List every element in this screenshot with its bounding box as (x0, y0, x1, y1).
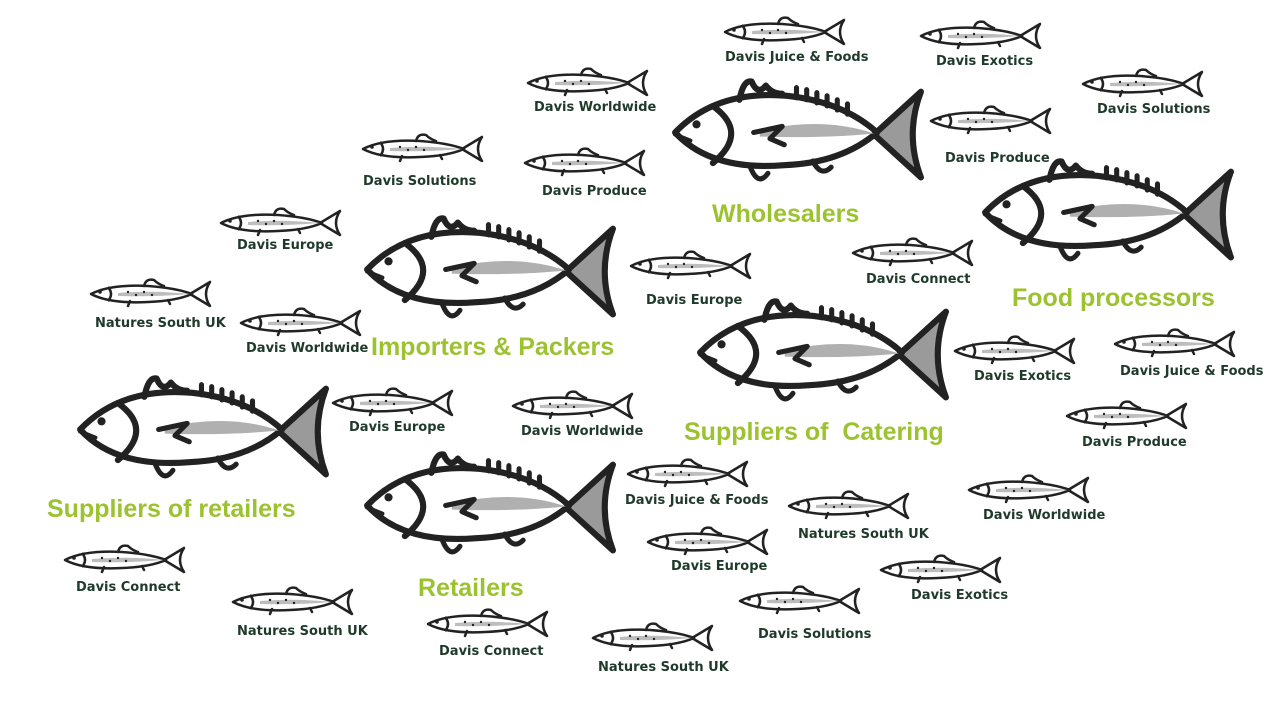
small-fish-icon (231, 586, 354, 616)
large-fish-icon (362, 448, 617, 563)
small-fish-label: Natures South UK (598, 660, 729, 675)
large-fish-icon (670, 75, 925, 190)
small-fish-label: Davis Juice & Foods (1120, 364, 1264, 379)
small-fish-label: Davis Produce (945, 151, 1050, 166)
small-fish-icon (1065, 400, 1188, 430)
big-fish-label-food-processors: Food processors (1012, 284, 1215, 312)
small-fish-icon (591, 622, 714, 652)
small-fish-icon (63, 544, 186, 574)
big-fish-label-wholesalers: Wholesalers (712, 200, 860, 228)
small-fish-icon (879, 554, 1002, 584)
big-fish-label-retailers: Retailers (418, 574, 524, 602)
small-fish-icon (967, 474, 1090, 504)
small-fish-icon (89, 278, 212, 308)
small-fish-label: Natures South UK (798, 527, 929, 542)
large-fish-icon (362, 212, 617, 327)
small-fish-label: Davis Connect (76, 580, 181, 595)
small-fish-label: Davis Connect (866, 272, 971, 287)
small-fish-label: Davis Solutions (758, 627, 872, 642)
small-fish-icon (851, 237, 974, 267)
small-fish-label: Davis Europe (671, 559, 768, 574)
small-fish-icon (526, 67, 649, 97)
small-fish-label: Davis Connect (439, 644, 544, 659)
small-fish-icon (1081, 68, 1204, 98)
small-fish-icon (523, 147, 646, 177)
small-fish-icon (919, 20, 1042, 50)
small-fish-label: Davis Exotics (911, 588, 1009, 603)
small-fish-icon (219, 207, 342, 237)
large-fish-icon (980, 155, 1235, 270)
big-fish-label-suppliers-of-retailers: Suppliers of retailers (47, 495, 296, 523)
small-fish-label: Davis Produce (542, 184, 647, 199)
small-fish-icon (426, 608, 549, 638)
small-fish-label: Davis Europe (237, 238, 334, 253)
small-fish-label: Davis Solutions (1097, 102, 1211, 117)
small-fish-label: Davis Solutions (363, 174, 477, 189)
large-fish-icon (695, 295, 950, 410)
big-fish-label-importers-packers: Importers & Packers (371, 333, 615, 361)
small-fish-icon (331, 387, 454, 417)
small-fish-icon (929, 105, 1052, 135)
small-fish-icon (239, 307, 362, 337)
small-fish-icon (723, 16, 846, 46)
large-fish-icon (75, 372, 330, 487)
small-fish-icon (1113, 328, 1236, 358)
small-fish-icon (787, 490, 910, 520)
small-fish-icon (629, 250, 752, 280)
small-fish-label: Davis Juice & Foods (625, 493, 769, 508)
small-fish-icon (953, 335, 1076, 365)
small-fish-label: Davis Europe (349, 420, 446, 435)
small-fish-label: Davis Europe (646, 293, 743, 308)
big-fish-label-suppliers-of-catering: Suppliers of Catering (684, 418, 944, 446)
small-fish-icon (646, 526, 769, 556)
small-fish-label: Davis Worldwide (521, 424, 644, 439)
small-fish-label: Natures South UK (237, 624, 368, 639)
small-fish-label: Davis Exotics (936, 54, 1034, 69)
small-fish-icon (361, 133, 484, 163)
small-fish-label: Davis Worldwide (983, 508, 1106, 523)
small-fish-label: Davis Worldwide (246, 341, 369, 356)
small-fish-icon (738, 585, 861, 615)
small-fish-icon (626, 458, 749, 488)
small-fish-label: Natures South UK (95, 316, 226, 331)
small-fish-label: Davis Juice & Foods (725, 50, 869, 65)
small-fish-icon (511, 390, 634, 420)
small-fish-label: Davis Produce (1082, 435, 1187, 450)
small-fish-label: Davis Exotics (974, 369, 1072, 384)
small-fish-label: Davis Worldwide (534, 100, 657, 115)
